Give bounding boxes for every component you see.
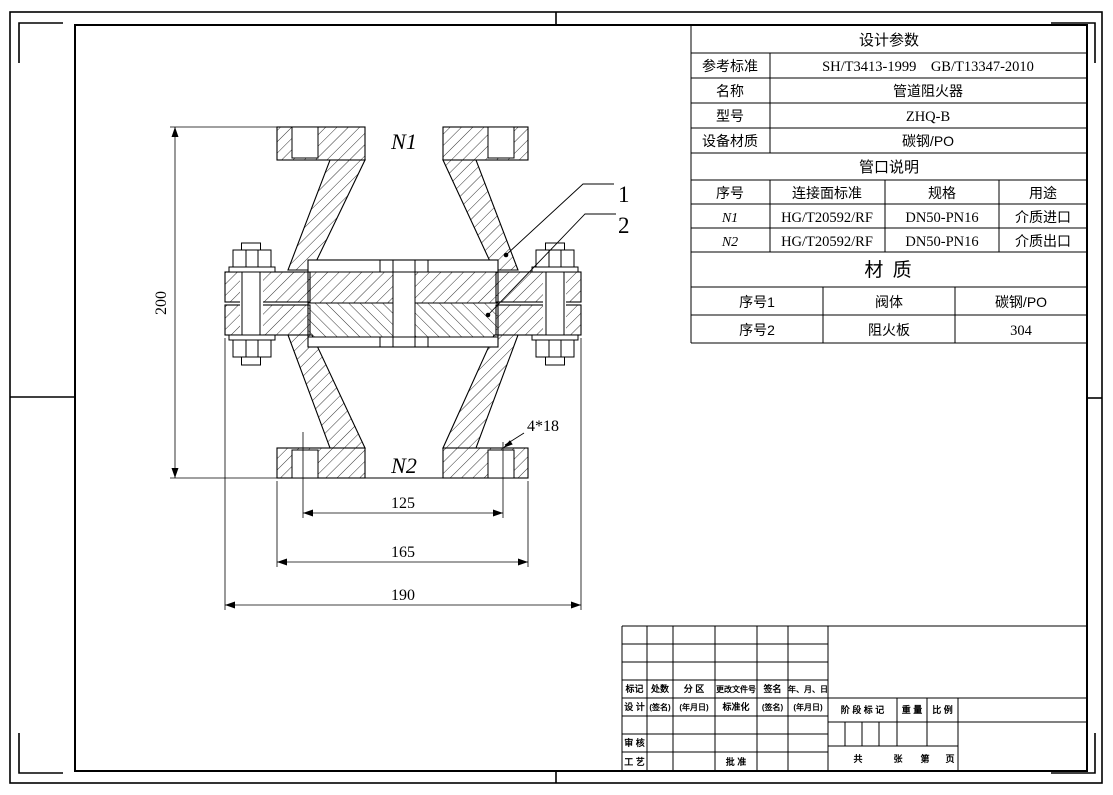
weight-label: 重 量 — [902, 704, 923, 715]
sheet-page-label: 页 — [945, 754, 954, 764]
sheet-zhang-label: 张 — [893, 753, 903, 764]
dimension-arrows — [171, 127, 581, 609]
scale-label: 比 例 — [932, 704, 953, 715]
nozzle-row-id: N1 — [721, 211, 738, 226]
audit-label: 审 核 — [624, 737, 645, 748]
nozzle-n1-label: N1 — [390, 129, 417, 154]
sign-cell: 设 计 — [624, 701, 645, 712]
bottom-flange-bolt-hole-left — [291, 449, 319, 479]
dimension-lines — [170, 126, 582, 610]
sign-cell: 标准化 — [721, 701, 749, 712]
param-value: SH/T3413-1999 GB/T13347-2010 — [822, 59, 1034, 75]
material-table: 材 质 序号1 阀体 碳钢/PO 序号2 阻火板 304 — [739, 259, 1047, 339]
arrester-element — [307, 259, 499, 348]
param-label: 名称 — [716, 83, 744, 99]
sign-cell: (年月日) — [679, 702, 709, 712]
rev-header: 签名 — [762, 683, 781, 694]
nozzle-n2-label: N2 — [390, 453, 417, 478]
nozzle-col-header: 序号 — [716, 185, 744, 201]
param-label: 参考标准 — [702, 58, 758, 74]
bottom-flange-left — [276, 447, 366, 479]
design-params-title: 设计参数 — [859, 32, 919, 49]
rev-header: 年、月、日 — [788, 684, 828, 694]
process-label: 工 艺 — [624, 756, 645, 767]
sign-cell: (签名) — [762, 702, 784, 712]
material-row-id: 序号2 — [739, 322, 775, 338]
rev-header: 标记 — [624, 683, 643, 694]
material-row-material: 碳钢/PO — [995, 294, 1047, 310]
bottom-flange-bolt-hole-right — [487, 449, 515, 479]
nozzle-table: 管口说明 序号 连接面标准 规格 用途 N1 HG/T20592/RF DN50… — [716, 159, 1071, 250]
callout-2-label: 2 — [618, 213, 630, 238]
param-label: 设备材质 — [702, 133, 758, 149]
sign-cell: (签名) — [649, 702, 671, 712]
nozzle-row-standard: HG/T20592/RF — [781, 210, 873, 226]
spec-table-grid — [690, 25, 1087, 344]
left-bolt-assembly — [228, 242, 276, 366]
bottom-flange-right — [442, 447, 529, 479]
nozzle-row-spec: DN50-PN16 — [905, 210, 978, 226]
housing-flanges — [224, 271, 582, 336]
sign-cell: (年月日) — [793, 702, 823, 712]
sheet-total-label: 共 — [853, 753, 862, 764]
param-value: 管道阻火器 — [893, 83, 963, 99]
title-block: 标记 处数 分 区 更改文件号 签名 年、月、日 设 计 (签名) (年月日) … — [621, 625, 1087, 771]
corner-mark-bottom-left — [18, 733, 63, 774]
corner-mark-top-left — [18, 22, 63, 63]
lower-cone-right-wall — [442, 334, 519, 449]
material-row-part: 阻火板 — [868, 322, 910, 338]
approve-label: 批 准 — [726, 756, 747, 767]
design-params-table: 设计参数 参考标准 SH/T3413-1999 GB/T13347-2010 名… — [702, 32, 1034, 149]
top-flange-bolt-hole-right — [487, 126, 515, 159]
param-label: 型号 — [716, 108, 744, 124]
dim-flange-label: 165 — [391, 544, 415, 561]
gasket-lines — [225, 301, 581, 306]
bolt-note-arrow — [503, 440, 513, 448]
nozzle-row-use: 介质进口 — [1015, 209, 1071, 225]
rev-header: 更改文件号 — [716, 684, 756, 694]
nozzle-table-title: 管口说明 — [859, 159, 919, 176]
callout-leaders — [487, 183, 616, 316]
rev-header: 处数 — [650, 683, 670, 694]
nozzle-col-header: 连接面标准 — [792, 185, 862, 201]
top-flange-right — [442, 126, 529, 161]
upper-cone-left-wall — [287, 159, 366, 271]
title-block-labels: 标记 处数 分 区 更改文件号 签名 年、月、日 设 计 (签名) (年月日) … — [624, 683, 954, 767]
top-flange-left — [276, 126, 366, 161]
dim-bolt-circle-label: 125 — [391, 495, 415, 512]
param-value: 碳钢/PO — [902, 133, 954, 149]
spec-tables: 设计参数 参考标准 SH/T3413-1999 GB/T13347-2010 名… — [690, 25, 1087, 344]
nozzle-row-standard: HG/T20592/RF — [781, 234, 873, 250]
corner-mark-bottom-right — [1051, 733, 1096, 774]
rev-header: 分 区 — [684, 683, 705, 694]
material-row-id: 序号1 — [739, 294, 775, 310]
leader-dot-2 — [485, 312, 491, 318]
param-value: ZHQ-B — [906, 109, 950, 125]
nozzle-row-id: N2 — [721, 235, 738, 250]
bolt-hole-note: 4*18 — [527, 418, 559, 435]
material-table-title: 材 质 — [864, 259, 913, 281]
sheet-di-label: 第 — [920, 753, 929, 764]
nozzle-row-spec: DN50-PN16 — [905, 234, 978, 250]
bolt-slots — [240, 271, 566, 336]
sheet-marks — [10, 12, 1102, 783]
nozzle-col-header: 用途 — [1029, 185, 1057, 201]
nozzle-row-use: 介质出口 — [1015, 233, 1071, 249]
leader-dot-1 — [503, 252, 509, 258]
title-block-grid — [621, 625, 1087, 771]
top-flange-bolt-hole-left — [291, 126, 319, 159]
dim-housing-label: 190 — [391, 587, 415, 604]
nozzle-col-header: 规格 — [928, 185, 956, 201]
flame-arrester-section-view: 1 2 4*18 N1 N2 — [153, 126, 630, 610]
corner-mark-top-right — [1051, 22, 1096, 63]
stage-label: 阶 段 标 记 — [841, 704, 885, 715]
material-row-part: 阀体 — [875, 294, 903, 310]
lower-cone-left-wall — [287, 334, 366, 449]
dim-height-label: 200 — [153, 291, 170, 315]
material-row-material: 304 — [1010, 323, 1033, 339]
callout-1-label: 1 — [618, 182, 630, 207]
